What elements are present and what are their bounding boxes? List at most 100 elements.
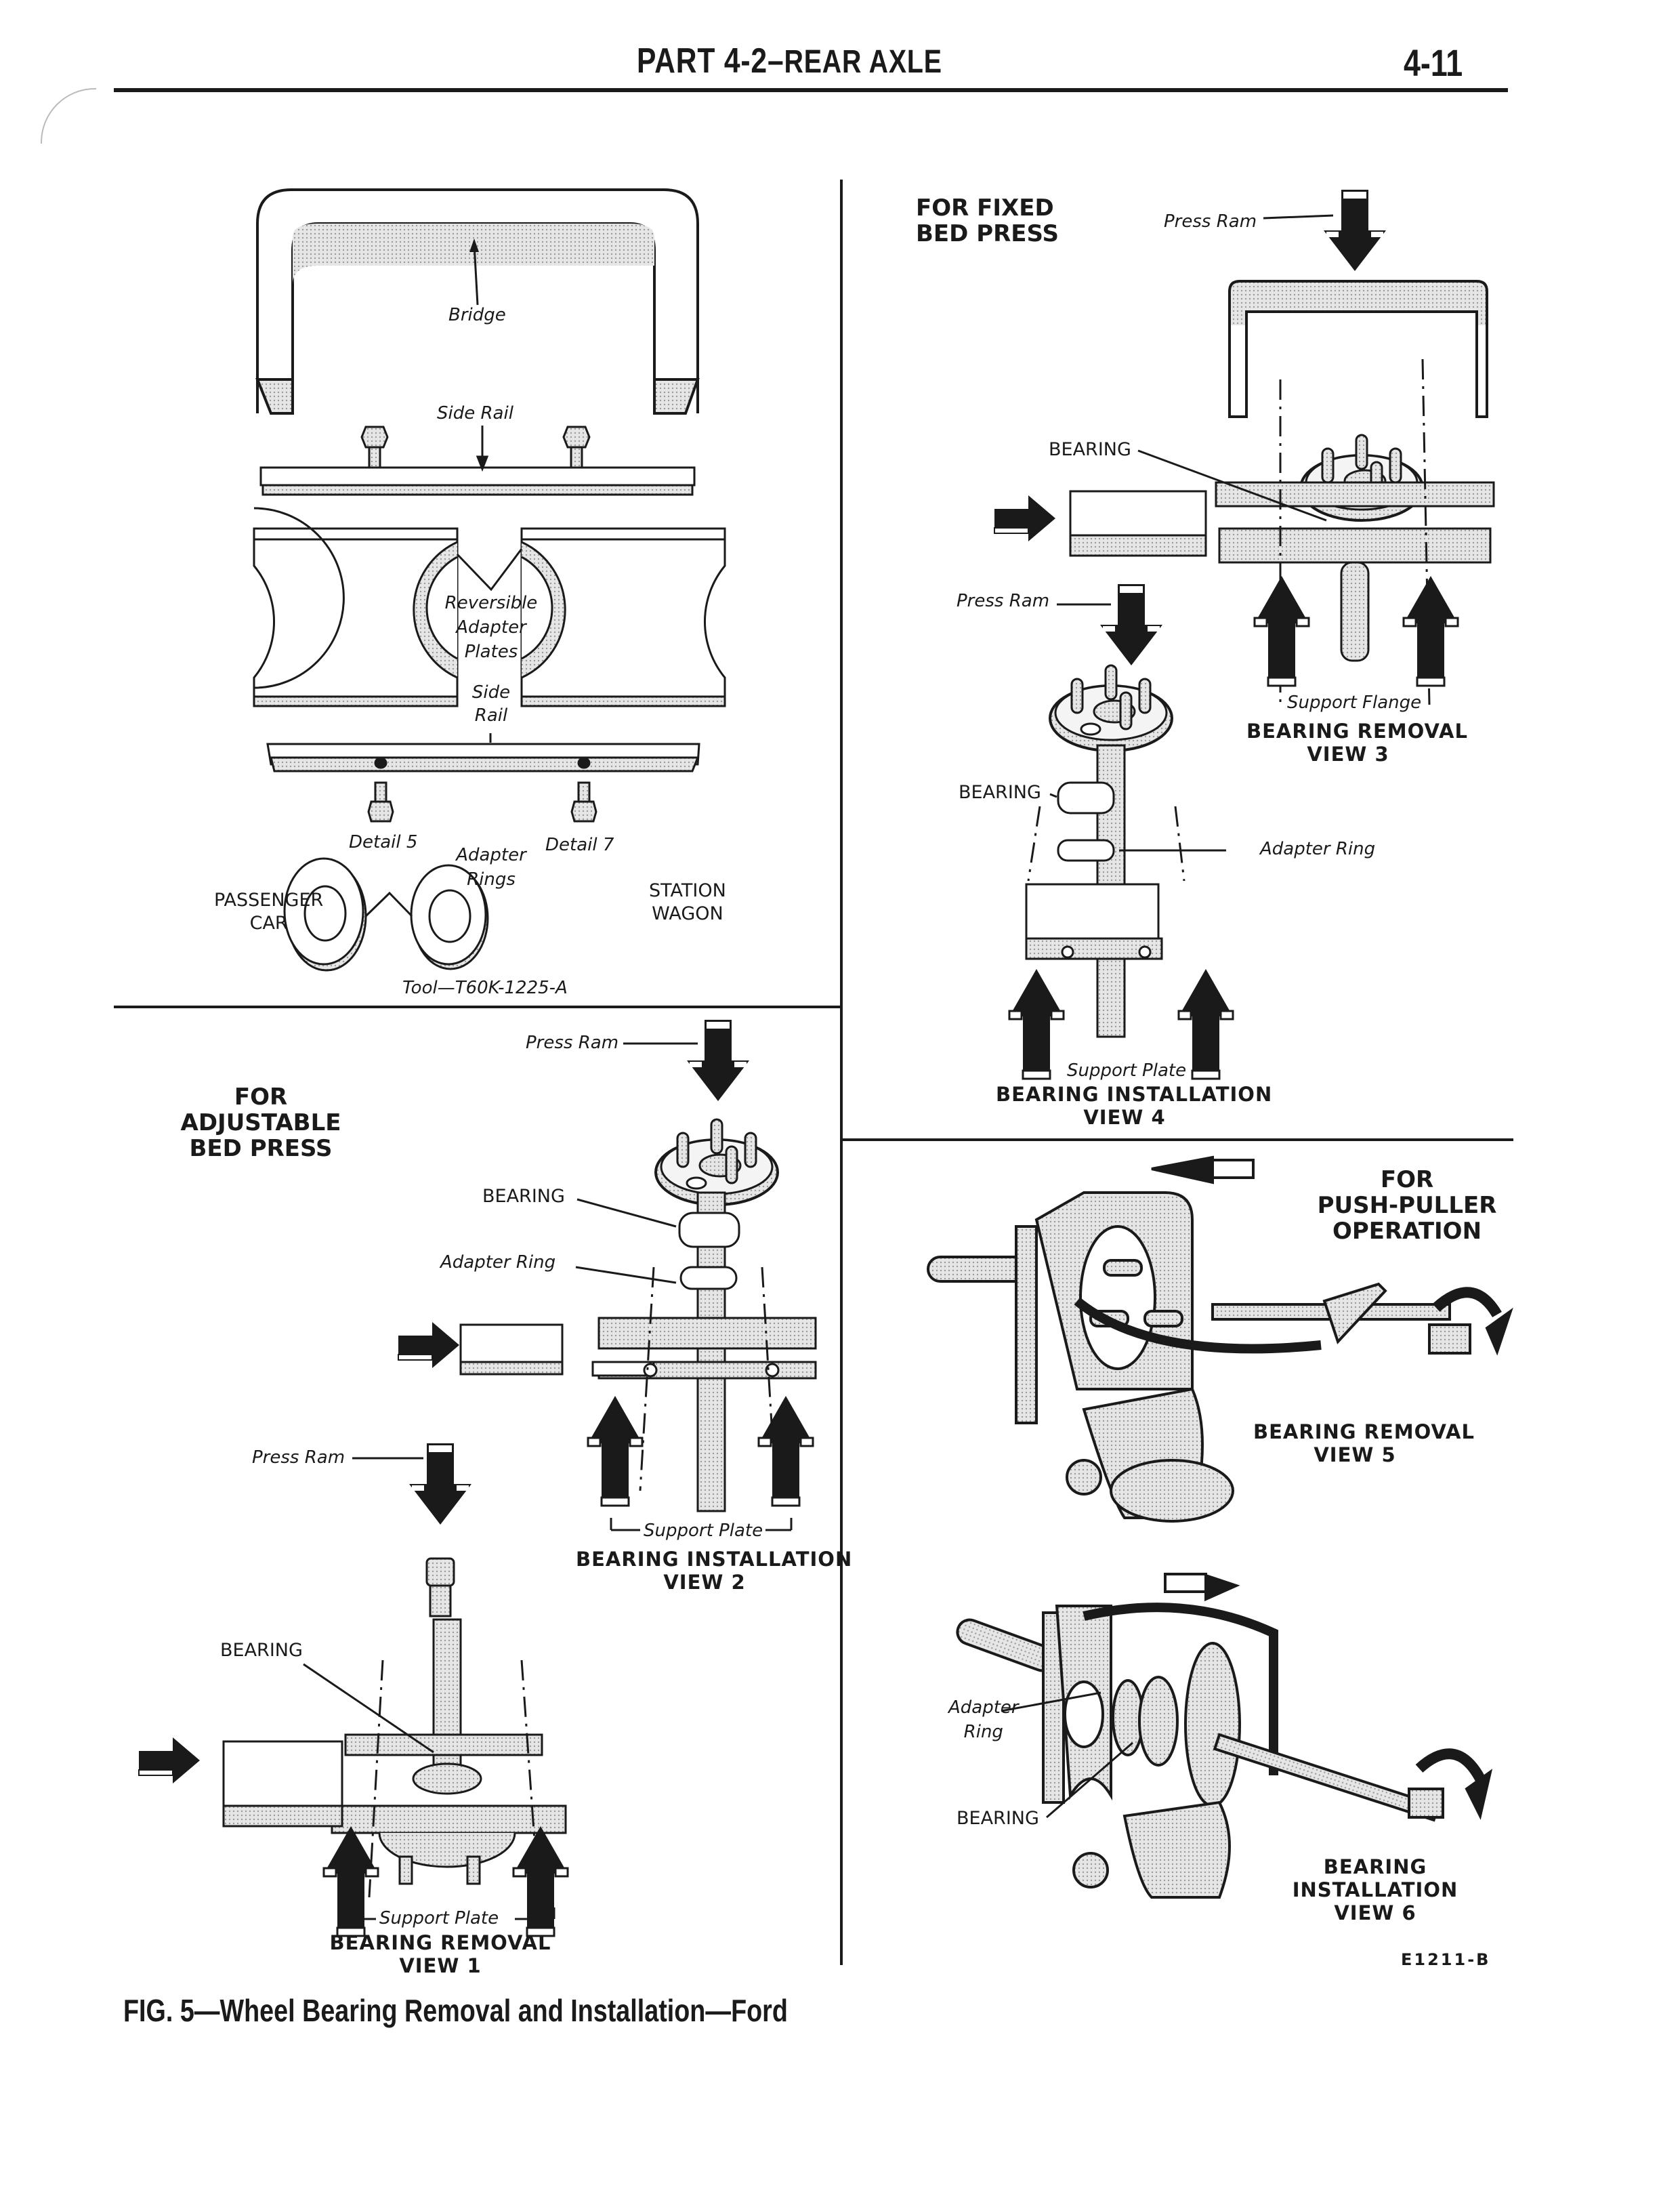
label-line: Plates [464,642,518,662]
label-line: Adapter [456,845,526,865]
caption-title: BEARING INSTALLATION [996,1083,1273,1106]
label-press-ram-v2: Press Ram [526,1033,619,1053]
caption-view-5: BEARING REMOVAL VIEW 5 [1253,1420,1475,1466]
support-arrow-v4-left [1008,968,1065,1080]
label-adapter-ring-v2: Adapter Ring [440,1252,556,1273]
caption-title: BEARING REMOVAL [1253,1420,1475,1443]
heading-line: ADJUSTABLE [180,1109,341,1136]
header-dash: – [767,41,784,81]
label-passenger-car: PASSENGER CAR [214,889,323,935]
heading-adjustable-bed-press: FOR ADJUSTABLE BED PRESS [173,1084,349,1161]
heading-line: BED PRESS [189,1135,333,1162]
support-arrow-v2-right [757,1395,814,1507]
heading-fixed-bed-press: FOR FIXED BED PRESS [916,195,1059,247]
label-line: Adapter [948,1697,1019,1718]
section-title: REAR AXLE [784,44,942,80]
adapter-rings-drawing [283,857,489,972]
push-arrow-v2 [398,1321,460,1369]
label-bearing-v3: BEARING [1049,439,1131,460]
caption-view: VIEW 1 [399,1954,482,1977]
support-arrow-v2-left [587,1395,644,1507]
heading-line: OPERATION [1332,1218,1482,1245]
push-arrow-v1 [138,1737,201,1784]
hub-v3 [1299,434,1424,522]
push-arrow-v3 [994,495,1056,542]
label-bearing-v1: BEARING [220,1640,303,1661]
left-panel-divider [114,1006,841,1008]
vertical-divider [840,180,843,1965]
caption-view-1: BEARING REMOVAL VIEW 1 [318,1931,562,1977]
caption-view: VIEW 3 [1307,743,1389,766]
support-arrow-v3-left [1253,575,1310,687]
label-adapter-ring-v6: Adapter Ring [948,1695,1019,1744]
press-ram-arrow-v4 [1100,584,1162,665]
label-line: Rings [467,869,516,890]
caption-view: VIEW 4 [1083,1106,1166,1129]
caption-title: BEARING [1323,1855,1427,1878]
label-line: STATION [649,880,726,901]
hub-v4 [1049,664,1173,752]
side-rail-top-drawing [259,426,696,496]
label-line: Rail [474,705,508,726]
label-side-rail-top: Side Rail [437,403,513,424]
support-arrow-v3-right [1402,575,1459,687]
label-line: CAR [249,913,288,934]
caption-title: BEARING INSTALLATION [576,1548,853,1571]
label-line: Side [471,682,511,703]
label-line: Adapter [456,617,526,638]
caption-view-4: BEARING INSTALLATION VIEW 4 [996,1083,1273,1129]
caption-view: VIEW 5 [1314,1443,1396,1466]
label-support-plate-v4: Support Plate [1067,1060,1187,1081]
caption-view-2: BEARING INSTALLATION VIEW 2 [576,1548,853,1594]
header-rule [114,88,1508,92]
caption-view: VIEW 6 [1334,1901,1416,1924]
right-panel-divider [843,1138,1513,1141]
label-tool-number: Tool—T60K-1225-A [402,978,568,998]
page-number: 4-11 [1404,41,1463,84]
side-rail-bottom-drawing [266,733,700,823]
heading-line: PUSH-PULLER [1317,1192,1497,1219]
label-line: WAGON [652,903,723,924]
label-adapter-rings: Adapter Rings [447,843,535,892]
heading-line: BED PRESS [916,220,1059,247]
label-side-rail-bottom: Side Rail [457,681,525,727]
label-bearing-v6: BEARING [957,1808,1039,1829]
caption-title: BEARING REMOVAL [329,1931,551,1954]
press-ram-arrow-v3 [1324,190,1386,271]
heading-line: FOR FIXED [916,194,1054,222]
label-press-ram-v3: Press Ram [1164,211,1257,232]
label-bridge: Bridge [448,305,506,325]
label-adapter-ring-v4: Adapter Ring [1260,839,1376,859]
press-ram-arrow-v2 [687,1020,749,1101]
label-station-wagon: STATION WAGON [649,880,726,926]
label-line: PASSENGER [214,890,324,911]
label-line: Reversible [444,593,538,613]
label-press-ram-v4: Press Ram [957,591,1050,611]
figure-code: E1211-B [1401,1950,1491,1969]
label-line: Ring [963,1722,1003,1742]
heading-line: FOR [1380,1166,1434,1193]
support-arrow-v4-right [1177,968,1234,1080]
label-support-plate-v1: Support Plate [379,1908,499,1928]
bridge-drawing [255,188,700,415]
heading-line: FOR [234,1083,288,1111]
label-support-flange-v3: Support Flange [1287,693,1422,713]
caption-view: VIEW 2 [663,1571,746,1594]
label-detail-5: Detail 5 [349,832,418,852]
caption-view-3: BEARING REMOVAL VIEW 3 [1246,720,1468,766]
label-reversible-adapter-plates: Reversible Adapter Plates [440,591,542,664]
label-detail-7: Detail 7 [545,835,614,855]
label-press-ram-v1: Press Ram [252,1447,345,1468]
caption-title: BEARING REMOVAL [1246,720,1468,743]
label-bearing-v2: BEARING [482,1186,565,1207]
label-bearing-v4: BEARING [959,782,1041,803]
part-label: PART 4-2 [637,41,768,81]
caption-view-6: BEARING INSTALLATION VIEW 6 [1287,1855,1463,1924]
press-ram-arrow-v1 [409,1443,471,1525]
label-support-plate-v2: Support Plate [644,1521,763,1541]
caption-title: INSTALLATION [1292,1878,1458,1901]
figure-caption: FIG. 5—Wheel Bearing Removal and Install… [123,1993,788,2028]
page-header-title: PART 4-2–REAR AXLE [637,41,942,81]
heading-push-puller-operation: FOR PUSH-PULLER OPERATION [1316,1167,1498,1244]
